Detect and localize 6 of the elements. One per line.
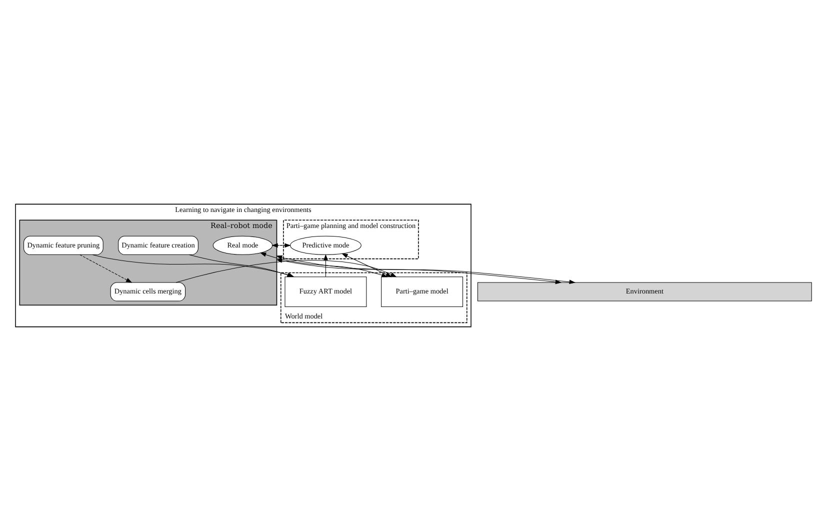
arrow	[342, 252, 392, 277]
arrow	[276, 254, 576, 284]
arrow	[276, 258, 562, 284]
arrow	[176, 260, 397, 282]
arrow	[324, 254, 328, 277]
arrow	[80, 254, 132, 282]
